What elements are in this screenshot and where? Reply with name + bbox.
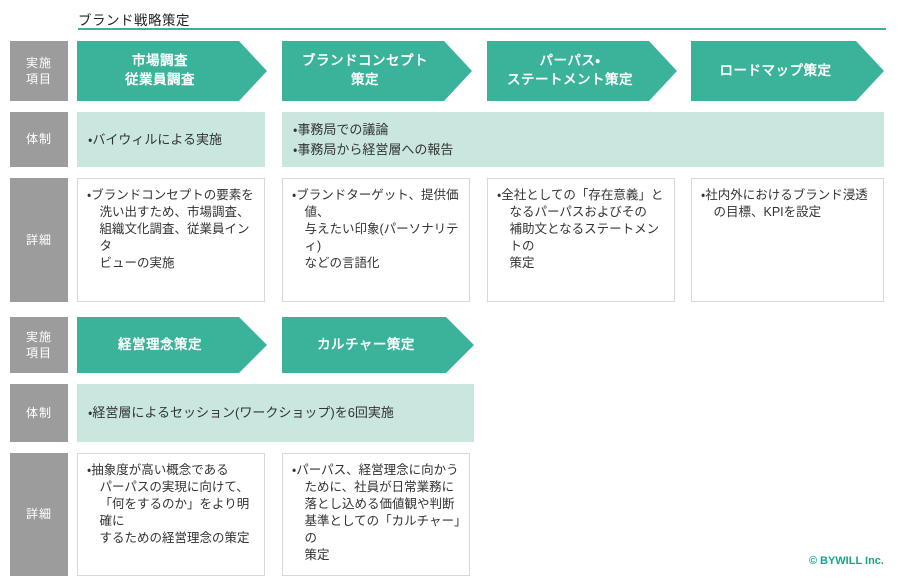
detail-bullet: ・社内外におけるブランド浸透 の目標、KPIを設定 xyxy=(701,188,868,219)
step-arrow-purpose-statement: パーパス・ ステートメント策定 xyxy=(487,41,677,101)
structure-bullet: ・事務局から経営層への報告 xyxy=(293,141,454,157)
step-arrow-culture: カルチャー策定 xyxy=(282,317,474,373)
step-arrow-roadmap: ロードマップ策定 xyxy=(691,41,884,101)
structure-bullet: ・バイウィルによる実施 xyxy=(88,131,223,147)
detail-box-roadmap: ・社内外におけるブランド浸透 の目標、KPIを設定 xyxy=(691,178,884,302)
row-label-items-2: 実施 項目 xyxy=(10,317,68,373)
detail-bullet: ・パーパス、経営理念に向かう ために、社員が日常業務に 落とし込める価値観や判断… xyxy=(292,463,461,562)
structure-bullet: ・事務局での議論 xyxy=(293,122,389,137)
structure-bullet: ・経営層によるセッション(ワークショップ)を6回実施 xyxy=(88,405,394,421)
structure-box-office: ・事務局での議論 ・事務局から経営層への報告 xyxy=(282,112,884,167)
row-label-structure-1: 体制 xyxy=(10,112,68,167)
title-underline xyxy=(78,28,886,30)
step-arrow-management-philosophy: 経営理念策定 xyxy=(77,317,267,373)
step-arrow-market-research: 市場調査 従業員調査 xyxy=(77,41,267,101)
step-arrow-brand-concept: ブランドコンセプト 策定 xyxy=(282,41,472,101)
detail-box-research: ・ブランドコンセプトの要素を 洗い出すため、市場調査、 組織文化調査、従業員イン… xyxy=(77,178,265,302)
row-label-detail-2: 詳細 xyxy=(10,453,68,576)
structure-box-bywill: ・バイウィルによる実施 xyxy=(77,112,265,167)
detail-box-concept: ・ブランドターゲット、提供価値、 与えたい印象(パーソナリティ) などの言語化 xyxy=(282,178,470,302)
detail-bullet: ・全社としての「存在意義」と なるパーパスおよびその 補助文となるステートメント… xyxy=(497,188,664,270)
row-label-structure-2: 体制 xyxy=(10,384,68,442)
page-title: ブランド戦略策定 xyxy=(78,13,190,28)
structure-box-workshop: ・経営層によるセッション(ワークショップ)を6回実施 xyxy=(77,384,474,442)
copyright-notice: © BYWILL Inc. xyxy=(808,555,884,567)
row-label-detail-1: 詳細 xyxy=(10,178,68,302)
detail-box-purpose: ・全社としての「存在意義」と なるパーパスおよびその 補助文となるステートメント… xyxy=(487,178,675,302)
detail-box-philosophy: ・抽象度が高い概念である パーパスの実現に向けて、 「何をするのか」をより明確に… xyxy=(77,453,265,576)
detail-bullet: ・ブランドコンセプトの要素を 洗い出すため、市場調査、 組織文化調査、従業員イン… xyxy=(87,188,254,270)
detail-box-culture: ・パーパス、経営理念に向かう ために、社員が日常業務に 落とし込める価値観や判断… xyxy=(282,453,470,576)
row-label-items-1: 実施 項目 xyxy=(10,41,68,101)
detail-bullet: ・抽象度が高い概念である パーパスの実現に向けて、 「何をするのか」をより明確に… xyxy=(87,463,250,545)
detail-bullet: ・ブランドターゲット、提供価値、 与えたい印象(パーソナリティ) などの言語化 xyxy=(292,188,459,270)
